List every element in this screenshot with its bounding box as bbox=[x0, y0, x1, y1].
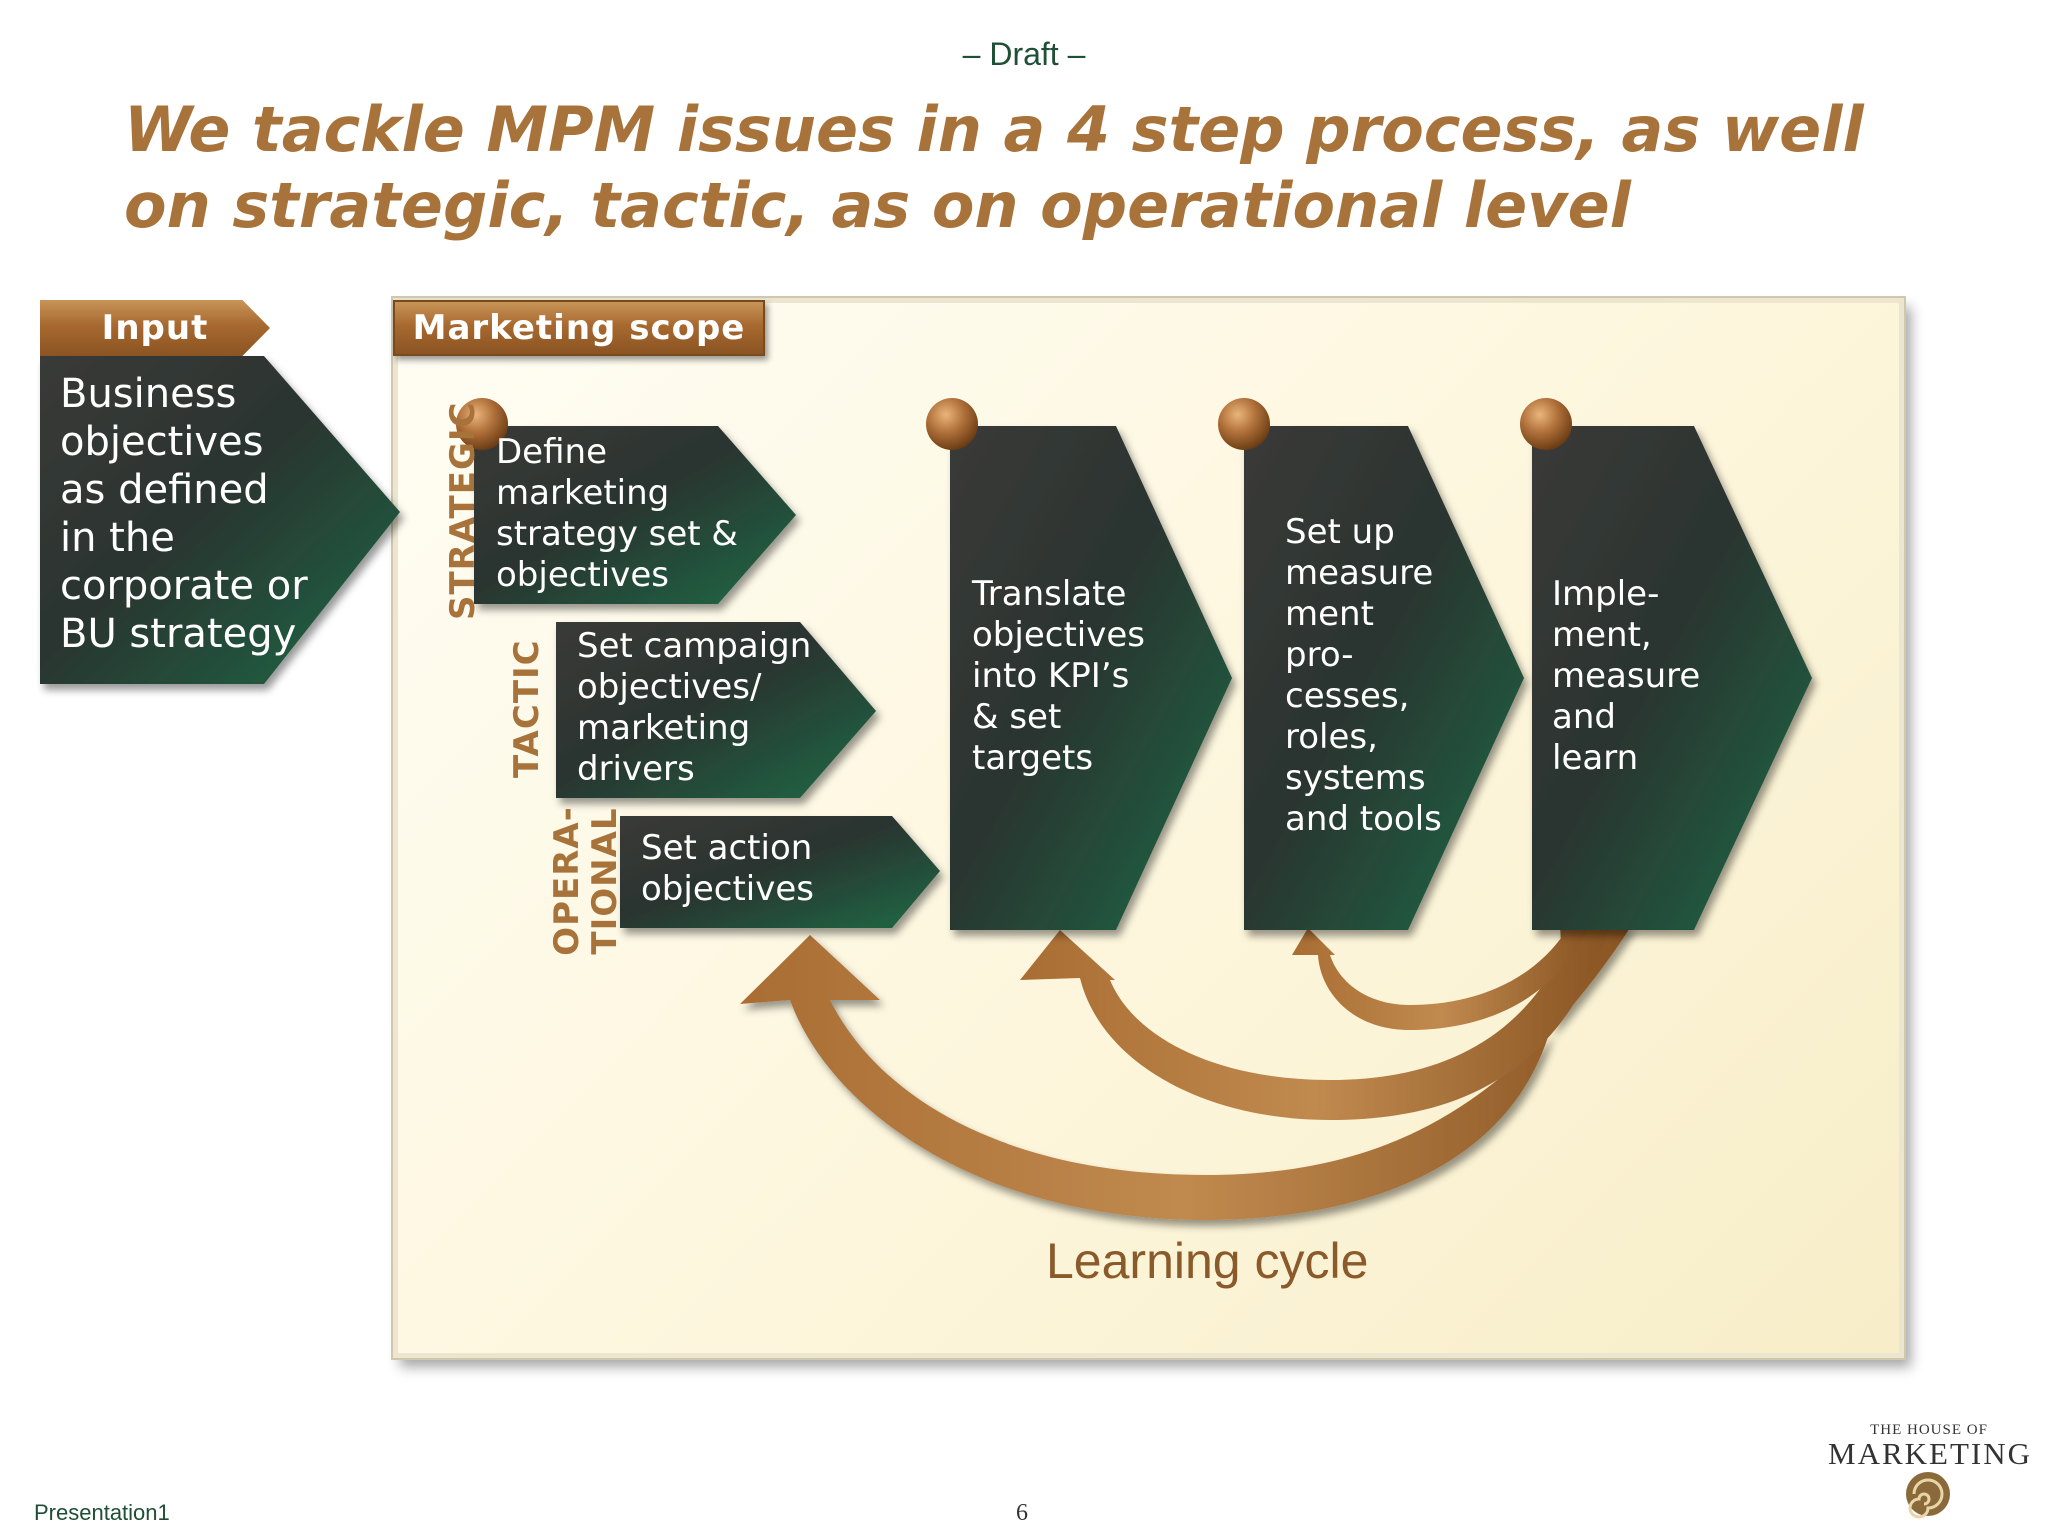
step1-strategic-text: Define marketing strategy set & objectiv… bbox=[496, 432, 738, 595]
logo-top-text: THE HOUSE OF bbox=[1870, 1422, 1988, 1438]
step2-text: Translate objectives into KPI’s & set ta… bbox=[972, 574, 1145, 778]
slide-title: We tackle MPM issues in a 4 step process… bbox=[124, 92, 1984, 244]
level-label-operational: OPERA- TIONAL bbox=[547, 806, 625, 956]
title-line-1: We tackle MPM issues in a 4 step process… bbox=[124, 93, 1864, 166]
input-arrow bbox=[40, 356, 400, 684]
knobs bbox=[456, 398, 1572, 450]
level-label-strategic: STRATEGIC bbox=[443, 401, 483, 620]
input-text: Business objectives as defined in the co… bbox=[60, 371, 308, 657]
step3-chevron bbox=[1244, 426, 1524, 930]
knob-step1 bbox=[456, 398, 508, 450]
draft-label: – Draft – bbox=[962, 36, 1086, 72]
level-label-tactic: TACTIC bbox=[507, 639, 547, 778]
step1-tactic-text: Set campaign objectives/ marketing drive… bbox=[577, 626, 812, 789]
knob-step3 bbox=[1218, 398, 1270, 450]
knob-step4 bbox=[1520, 398, 1572, 450]
logo-shell-icon bbox=[1906, 1472, 1950, 1519]
page-number: 6 bbox=[1016, 1500, 1028, 1526]
step2-chevron bbox=[950, 426, 1232, 930]
step1-strategic-arrow bbox=[474, 426, 796, 604]
step1-tactic-arrow bbox=[556, 622, 876, 798]
footer-filename: Presentation1 bbox=[34, 1500, 170, 1525]
step1-operational-arrow bbox=[620, 816, 940, 928]
arc-to-step1 bbox=[740, 925, 1632, 1220]
step1-operational-text: Set action objectives bbox=[641, 828, 814, 909]
arc-to-step2 bbox=[1020, 925, 1610, 1120]
marketing-scope-tab: Marketing scope bbox=[393, 300, 765, 356]
step3-text: Set up measure ment pro- cesses, roles, … bbox=[1285, 512, 1442, 839]
title-line-2: on strategic, tactic, as on operational … bbox=[124, 169, 1631, 242]
input-tab: Input bbox=[40, 300, 270, 356]
step4-chevron bbox=[1532, 426, 1812, 930]
arc-to-step3 bbox=[1292, 925, 1590, 1030]
knob-step2 bbox=[926, 398, 978, 450]
logo-main-text: MARKETING bbox=[1828, 1436, 2032, 1471]
learning-cycle-label: Learning cycle bbox=[1046, 1233, 1369, 1289]
learning-cycle-arrows bbox=[740, 925, 1632, 1220]
step4-text: Imple- ment, measure and learn bbox=[1552, 574, 1701, 778]
